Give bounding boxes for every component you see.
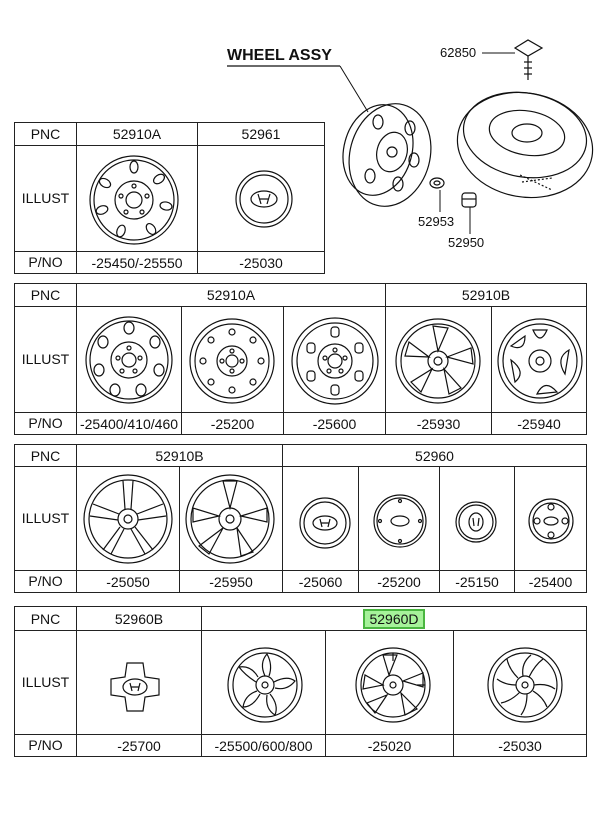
wheel-assy-label: WHEEL ASSY [227, 47, 332, 64]
alloy-wheel-icon [183, 472, 277, 571]
pno-value: -25030 [239, 255, 283, 271]
callout-52950: 52950 [448, 235, 484, 250]
pnc-value-highlighted[interactable]: 52960D [202, 607, 586, 630]
alloy-wheel-icon [495, 316, 585, 411]
pno-value: -25060 [298, 574, 343, 590]
pnc-value: 52960B [114, 610, 164, 627]
center-cap-icon [105, 657, 165, 722]
illust-label: ILLUST [21, 510, 70, 526]
pno-value: -25030 [498, 738, 542, 754]
pno-label: P/NO [28, 573, 63, 589]
alloy-wheel-icon [81, 472, 175, 571]
pno-value: -25200 [210, 416, 255, 432]
steel-wheel-icon [187, 316, 277, 411]
wheel-assembly-icon [342, 103, 432, 207]
pno-label: P/NO [28, 254, 63, 270]
pnc-label: PNC [30, 287, 61, 303]
parts-table-3: PNC ILLUST P/NO 52910B 52960 [14, 444, 587, 593]
parts-table-4: PNC ILLUST P/NO 52960B 52960D - [14, 606, 587, 757]
pno-value: -25050 [106, 574, 150, 590]
spare-tire-icon [456, 91, 594, 199]
pno-value: -25700 [117, 738, 161, 754]
pnc-label: PNC [30, 447, 61, 464]
pno-value: -25930 [416, 416, 461, 432]
illust-label: ILLUST [21, 674, 70, 690]
alloy-wheel-icon [393, 316, 483, 411]
lug-nut-icon [461, 192, 477, 208]
parts-table-2: PNC ILLUST P/NO 52910A 52910B [14, 283, 587, 435]
pno-value: -25400/410/460 [79, 416, 179, 432]
pno-value: -25950 [209, 574, 253, 590]
pnc-value: 52910A [112, 126, 162, 142]
pnc-label: PNC [30, 610, 61, 627]
pno-value: -25940 [517, 416, 561, 432]
alloy-wheel-icon [353, 645, 433, 730]
hub-cap-icon [372, 493, 428, 554]
pno-value: -25600 [312, 416, 357, 432]
hold-down-bolt-icon [513, 39, 544, 80]
callout-62850: 62850 [440, 45, 476, 60]
pnc-value: 52910B [155, 447, 204, 464]
illust-label: ILLUST [21, 351, 70, 367]
assembly-drawing: WHEEL ASSY [227, 39, 594, 250]
pno-value: -25500/600/800 [214, 738, 313, 754]
pnc-label: PNC [30, 126, 61, 142]
washer-icon [429, 177, 445, 189]
hub-cap-icon [453, 499, 499, 550]
highlight-box[interactable]: 52960D [363, 608, 425, 629]
pno-value: -25200 [377, 574, 421, 590]
pnc-value: 52910A [206, 287, 256, 303]
pno-value: -25450/-25550 [91, 255, 183, 271]
pno-label: P/NO [28, 737, 63, 753]
hub-cap-icon [297, 495, 353, 556]
pno-value: -25400 [528, 574, 573, 590]
parts-table-1: PNC ILLUST P/NO 52910A 52961 -25450/-255… [14, 122, 325, 274]
wheel-assembly-diagram: WHEEL ASSY [0, 0, 600, 250]
pno-value: -25150 [455, 574, 499, 590]
illust-label: ILLUST [21, 190, 70, 206]
steel-wheel-icon [87, 153, 181, 252]
callout-52953: 52953 [418, 214, 454, 229]
alloy-wheel-icon [485, 645, 565, 730]
pno-label: P/NO [28, 415, 63, 431]
pnc-value: 52961 [241, 126, 281, 142]
alloy-wheel-icon [225, 645, 305, 730]
hub-cap-icon [232, 167, 296, 236]
steel-wheel-icon [83, 314, 175, 411]
pno-value: -25020 [367, 738, 412, 754]
pnc-value: 52960 [415, 447, 454, 464]
pnc-value: 52910B [461, 287, 511, 303]
hub-cap-icon [525, 495, 577, 552]
steel-wheel-icon [289, 315, 381, 412]
